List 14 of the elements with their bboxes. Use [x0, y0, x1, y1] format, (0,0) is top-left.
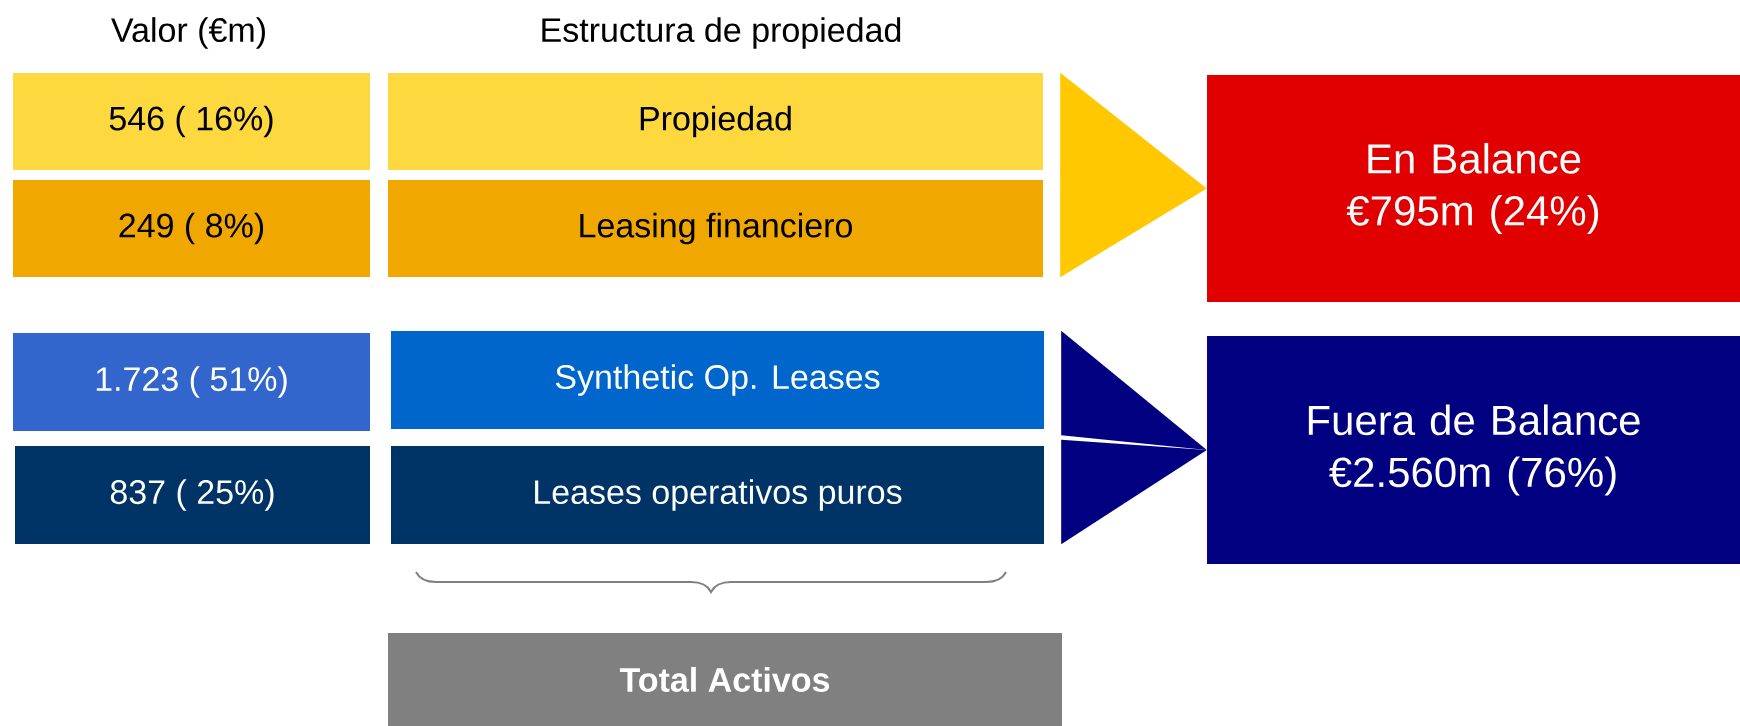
value-box: 1.723 ( 51%): [13, 333, 370, 431]
value-box: 249 ( 8%): [13, 180, 370, 277]
ownership-box: Leasing financiero: [388, 180, 1043, 277]
total-box: Total Activos: [388, 633, 1062, 726]
ownership-box: Synthetic Op. Leases: [391, 331, 1044, 429]
value-box: 546 ( 16%): [13, 73, 370, 170]
ownership-box: Leases operativos puros: [391, 446, 1044, 544]
chevron-arrow: [1061, 330, 1207, 450]
chevron-arrow: [1060, 173, 1207, 278]
value-box: 837 ( 25%): [15, 446, 370, 544]
chevron-arrow: [1061, 439, 1207, 545]
ownership-box: Propiedad: [388, 73, 1043, 170]
balance-box: En Balance €795m (24%): [1207, 75, 1740, 302]
chevron-arrow: [1060, 72, 1207, 189]
